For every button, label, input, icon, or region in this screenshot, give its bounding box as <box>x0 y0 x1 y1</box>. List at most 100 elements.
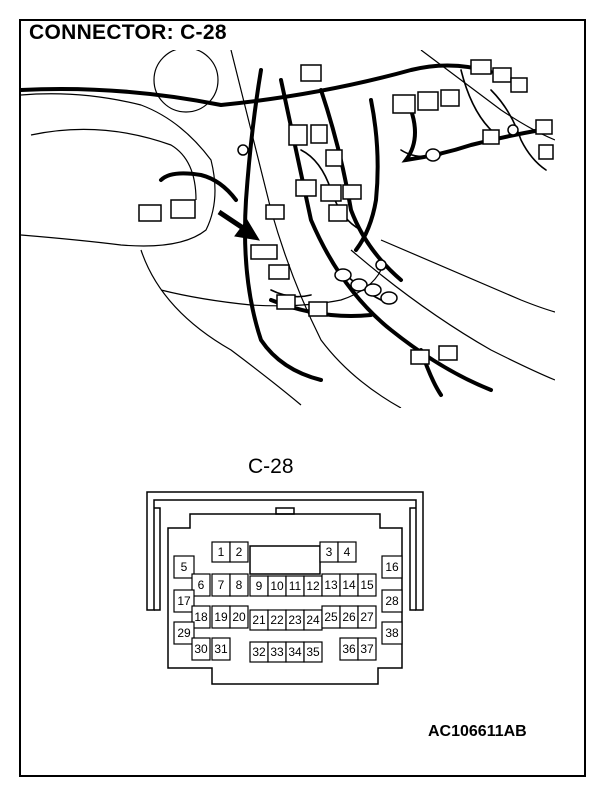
dash-outline-2 <box>30 128 197 201</box>
pin-cell-2 <box>229 541 249 563</box>
wire-2 <box>460 69 492 131</box>
connector-block <box>535 119 553 135</box>
connector-block <box>392 94 416 114</box>
connector-block <box>288 124 308 146</box>
connector-block <box>320 184 342 202</box>
key-slot <box>249 545 321 575</box>
pin-label-18: 18 <box>194 610 208 624</box>
floor-outline <box>350 249 555 381</box>
pin-label-25: 25 <box>324 610 338 624</box>
pin-label-38: 38 <box>385 626 399 640</box>
ground-terminal <box>507 124 519 136</box>
pin-label-5: 5 <box>181 560 188 574</box>
connector-block <box>325 149 343 167</box>
connector-block <box>310 124 328 144</box>
connector-block <box>410 349 430 365</box>
pin-cell-30 <box>191 637 211 661</box>
pin-cell-38 <box>381 621 403 645</box>
pin-cell-5 <box>173 555 195 579</box>
pin-label-11: 11 <box>289 579 302 593</box>
pin-label-4: 4 <box>344 545 351 559</box>
connector-round <box>350 278 368 292</box>
pin-label-24: 24 <box>306 613 320 627</box>
pin-cell-18 <box>191 605 211 629</box>
connector-block <box>138 204 162 222</box>
wire-3 <box>490 89 547 171</box>
connector-round <box>425 148 441 162</box>
pin-label-2: 2 <box>236 545 243 559</box>
pin-label-1: 1 <box>218 545 225 559</box>
pin-cell-17 <box>173 589 195 613</box>
floor-outline-2 <box>380 239 555 313</box>
pin-label-35: 35 <box>306 645 320 659</box>
pin-label-9: 9 <box>256 579 263 593</box>
connector-block <box>492 67 512 83</box>
pin-cell-31 <box>211 637 231 661</box>
pin-cell-20 <box>229 605 249 629</box>
pin-cell-27 <box>357 605 377 629</box>
pin-label-20: 20 <box>232 610 246 624</box>
pin-cell-15 <box>357 573 377 597</box>
pin-label-8: 8 <box>236 578 243 592</box>
pin-label-22: 22 <box>270 613 284 627</box>
harness-branch-5 <box>159 171 238 202</box>
pin-label-6: 6 <box>198 578 205 592</box>
connector-block <box>268 264 290 280</box>
pin-label-23: 23 <box>288 613 302 627</box>
pin-label-17: 17 <box>177 594 191 608</box>
connector-label: C-28 <box>248 455 294 478</box>
ground-terminal <box>375 259 387 271</box>
pin-label-33: 33 <box>270 645 284 659</box>
steering-hub <box>153 50 219 113</box>
harness-branch-1 <box>243 68 323 382</box>
connector-round <box>334 268 352 282</box>
pin-label-3: 3 <box>326 545 333 559</box>
connector-block <box>482 129 500 145</box>
pin-cell-28 <box>381 589 403 613</box>
pin-label-36: 36 <box>342 642 356 656</box>
connector-block <box>250 244 278 260</box>
pin-label-21: 21 <box>252 613 266 627</box>
pin-cell-29 <box>173 621 195 645</box>
connector-block <box>276 294 296 310</box>
harness-branch-6 <box>401 108 543 163</box>
pin-label-27: 27 <box>360 610 374 624</box>
connector-block <box>170 199 196 219</box>
diagram-title: CONNECTOR: C-28 <box>29 21 227 44</box>
pin-label-16: 16 <box>385 560 399 574</box>
connector-block <box>440 89 460 107</box>
pin-label-10: 10 <box>270 579 284 593</box>
pin-label-29: 29 <box>177 626 191 640</box>
housing-inner-left <box>154 507 161 611</box>
pin-label-26: 26 <box>342 610 356 624</box>
pin-label-12: 12 <box>306 579 320 593</box>
pin-cell-35 <box>303 641 323 663</box>
pin-label-28: 28 <box>385 594 399 608</box>
pointer-arrow <box>217 209 260 241</box>
harness-branch-3 <box>319 88 403 282</box>
pin-label-31: 31 <box>214 642 228 656</box>
pin-cell-37 <box>357 637 377 661</box>
harness-branch-4 <box>354 98 380 252</box>
connector-block <box>538 144 554 160</box>
connector-block <box>470 59 492 75</box>
connector-body <box>167 513 403 685</box>
pin-label-37: 37 <box>360 642 374 656</box>
pin-cell-16 <box>381 555 403 579</box>
connector-block <box>328 204 348 222</box>
latch-tab <box>275 507 295 515</box>
pin-label-7: 7 <box>218 578 225 592</box>
connector-block <box>308 301 328 317</box>
connector-block <box>438 345 458 361</box>
pin-cell-4 <box>337 541 357 563</box>
pin-label-14: 14 <box>342 578 356 592</box>
pin-label-13: 13 <box>324 578 338 592</box>
connector-block <box>295 179 317 197</box>
connector-block <box>417 91 439 111</box>
connector-block <box>265 204 285 220</box>
connector-round <box>364 283 382 297</box>
pin-cell-8 <box>229 573 249 597</box>
pin-cell-6 <box>191 573 211 597</box>
dash-outline <box>21 93 216 247</box>
